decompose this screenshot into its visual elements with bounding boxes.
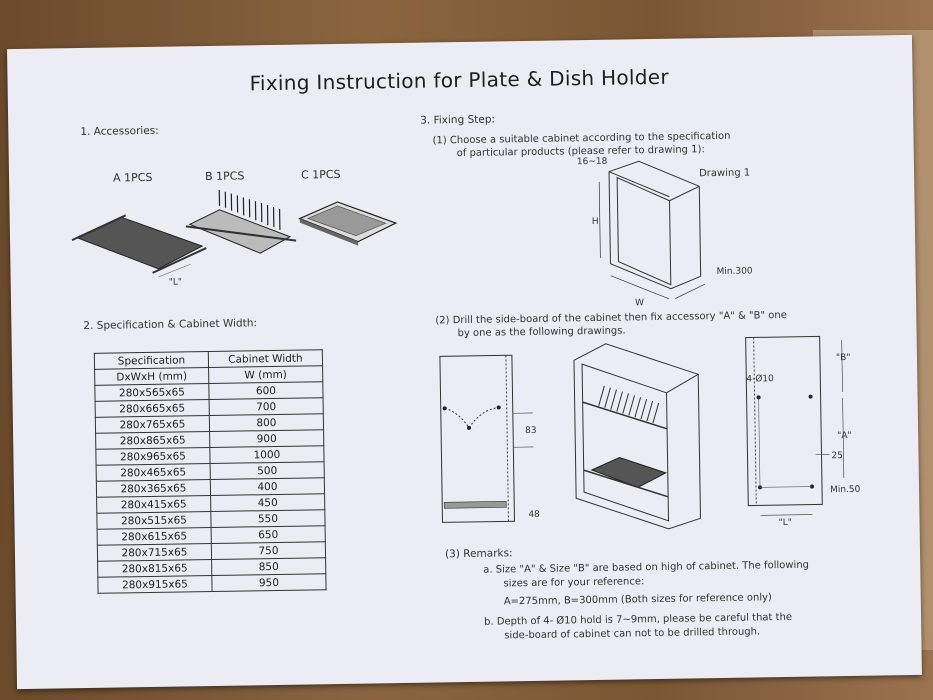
table-cell: 280x765x65 — [95, 415, 210, 434]
accessory-c-drawing — [298, 201, 398, 246]
table-cell: 280x815x65 — [97, 559, 212, 578]
accessories-heading: 1. Accessories: — [80, 124, 159, 139]
accessory-a-label: A 1PCS — [112, 170, 153, 185]
accessory-a-drawing — [71, 214, 207, 278]
table-cell: 280x465x65 — [96, 463, 211, 482]
accessories-drawing: "L" — [71, 189, 398, 288]
table-cell: 800 — [209, 413, 324, 432]
dim-25-label: 25 — [831, 451, 843, 461]
table-cell: 280x865x65 — [95, 431, 210, 450]
dim-min50-label: Min.50 — [830, 485, 861, 495]
remark-b-line2: side-board of cabinet can not to be dril… — [504, 626, 761, 642]
accessory-b-label: B 1PCS — [204, 169, 245, 184]
table-cell: 280x565x65 — [94, 383, 210, 402]
accessory-l-label: "L" — [169, 277, 182, 287]
remark-a-line3: A=275mm, B=300mm (Both sizes for referen… — [503, 592, 772, 608]
table-cell: 280x365x65 — [96, 479, 211, 498]
remark-a-line1: a. Size "A" & Size "B" are based on high… — [483, 559, 810, 576]
dim-83-label: 83 — [525, 426, 537, 436]
instruction-sheet: Fixing Instruction for Plate & Dish Hold… — [7, 34, 922, 690]
drawing1-cabinet: 16~18 Drawing 1 H W Min.300 — [577, 157, 753, 309]
remarks-heading: (3) Remarks: — [444, 547, 513, 561]
side-board-drawing: 83 48 — [439, 354, 540, 523]
table-cell: 750 — [211, 541, 326, 560]
step2-line2: by one as the following drawings. — [457, 325, 626, 340]
dim-h-label: H — [592, 217, 599, 227]
specification-heading: 2. Specification & Cabinet Width: — [83, 317, 258, 332]
table-cell: 280x415x65 — [96, 495, 211, 514]
table-cell: 500 — [210, 461, 325, 480]
accessory-c-label: C 1PCS — [300, 167, 341, 182]
cabinet-with-racks-drawing — [573, 343, 701, 530]
table-cell: W (mm) — [208, 365, 323, 384]
table-cell: 600 — [208, 381, 324, 400]
table-cell: 1000 — [209, 445, 325, 464]
table-cell: 280x965x65 — [95, 447, 211, 466]
table-cell: 280x515x65 — [96, 511, 212, 530]
dim-w-label: W — [635, 298, 644, 308]
hole-position-drawing: 4-Ø10 "B" "A" 25 Min.50 "L" — [745, 335, 861, 528]
dim-a-label: "A" — [837, 431, 852, 441]
table-cell: 850 — [211, 557, 326, 576]
dim-top-label: 16~18 — [577, 157, 608, 167]
table-cell: 280x915x65 — [97, 575, 213, 594]
table-cell: 280x715x65 — [97, 543, 212, 562]
table-cell: 900 — [209, 429, 324, 448]
specification-table: Specification Cabinet Width DxWxH (mm) W… — [94, 349, 327, 594]
dim-min300-label: Min.300 — [717, 266, 753, 277]
table-cell: 450 — [210, 493, 325, 512]
accessory-b-drawing — [185, 189, 297, 254]
table-cell: 550 — [210, 509, 326, 528]
table-header-cell: Specification — [94, 351, 209, 370]
table-cell: 400 — [210, 477, 325, 496]
dim-hole-label: 4-Ø10 — [746, 373, 774, 384]
fixing-heading: 3. Fixing Step: — [420, 113, 496, 127]
table-cell: 950 — [211, 573, 327, 592]
remark-a-line2: sizes are for your reference: — [503, 576, 645, 590]
table-cell: 280x615x65 — [97, 527, 212, 546]
table-cell: DxWxH (mm) — [94, 367, 209, 386]
page-title: Fixing Instruction for Plate & Dish Hold… — [249, 64, 670, 96]
table-cell: 650 — [211, 525, 326, 544]
table-header-cell: Cabinet Width — [208, 349, 323, 368]
table-cell: 280x665x65 — [95, 399, 210, 418]
table-cell: 700 — [209, 397, 324, 416]
dim-48-label: 48 — [528, 510, 540, 520]
dim-b-label: "B" — [836, 353, 851, 363]
dim-l-label: "L" — [778, 518, 791, 528]
drawing1-label: Drawing 1 — [699, 167, 750, 179]
